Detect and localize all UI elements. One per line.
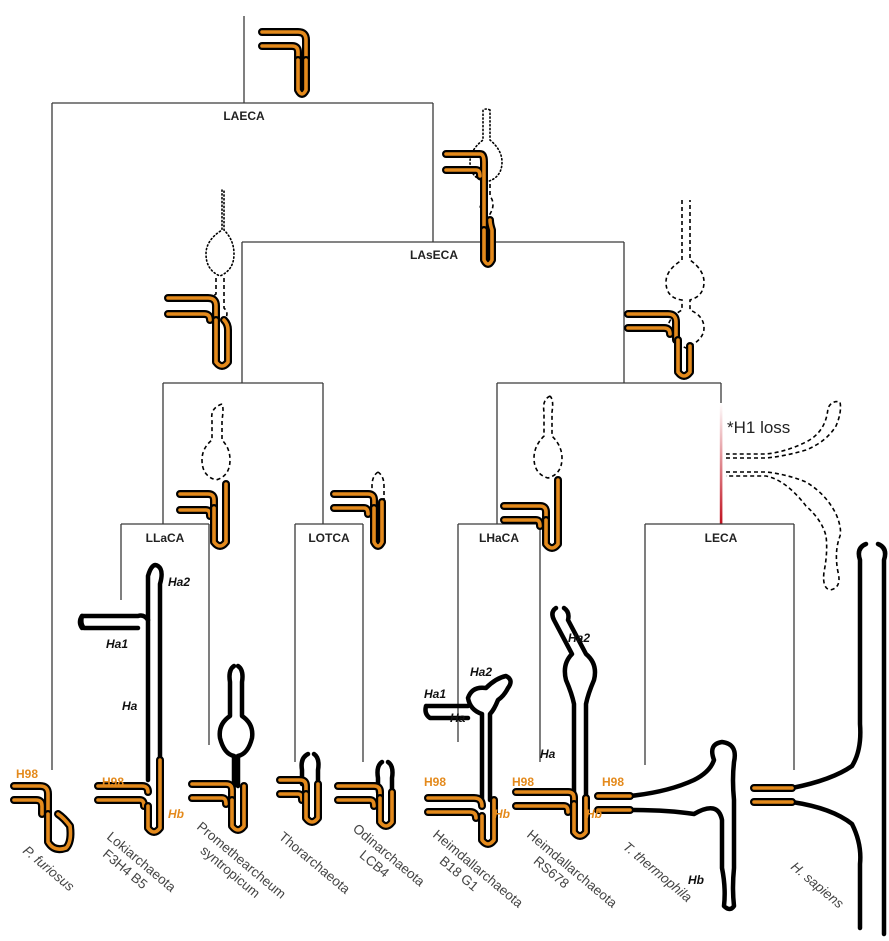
heim2-ha2-label: Ha2 xyxy=(568,631,590,645)
ancestral-structure-lotca xyxy=(330,471,386,550)
h1-loss-label: *H1 loss xyxy=(727,418,790,437)
heim1-ha-label: Ha xyxy=(450,711,466,725)
structure-hsa xyxy=(750,541,888,937)
h98-label-pfu: H98 xyxy=(16,767,38,781)
node-lhaca: LHaCA xyxy=(479,531,519,545)
ancestral-structure-laseca-right xyxy=(624,200,705,380)
node-lotca: LOTCA xyxy=(308,531,350,545)
ancestral-structure-laseca-left xyxy=(164,189,235,370)
taxon-tth: T. thermophila xyxy=(620,839,695,905)
taxon-odin: Odinarchaeota LCB4 xyxy=(350,821,428,890)
h98-label-heim2: H98 xyxy=(512,775,534,789)
heim1-ha1-label: Ha1 xyxy=(424,687,446,701)
heim2-ha-label: Ha xyxy=(540,747,556,761)
node-labels: LAECA LAsECA LLaCA LOTCA LHaCA LECA *H1 … xyxy=(140,107,790,546)
structure-loki xyxy=(77,562,164,836)
taxon-thor: Thorarchaeota xyxy=(276,829,353,897)
structure-pfu xyxy=(10,782,75,854)
structure-thor xyxy=(276,751,322,826)
taxon-hsa: H. sapiens xyxy=(788,859,847,912)
ancestral-structure-root xyxy=(262,32,306,94)
tree-branches xyxy=(51,16,795,770)
loki-ha1-label: Ha1 xyxy=(106,637,128,651)
loki-ha2-label: Ha2 xyxy=(168,575,190,589)
structure-prom xyxy=(188,663,255,834)
taxon-loki: Lokiarchaeota F3H4 B5 xyxy=(100,829,179,895)
structure-odin xyxy=(334,759,396,830)
h98-label-tth: H98 xyxy=(602,775,624,789)
tth-hb-label: Hb xyxy=(688,873,704,887)
ancestral-structure-h1-loss xyxy=(726,400,842,591)
heim1-hb-label: Hb xyxy=(494,807,510,821)
helix-labels: H98 H98 H98 H98 H98 Ha2 Ha1 Ha Hb Ha1 Ha… xyxy=(16,575,704,887)
node-llaca: LLaCA xyxy=(146,531,185,545)
ancestral-structure-asgard-left xyxy=(176,403,231,550)
structure-tth xyxy=(594,739,737,912)
loki-hb-label: Hb xyxy=(168,807,184,821)
structure-heim1 xyxy=(423,673,513,848)
h1-loss-branch xyxy=(719,403,723,524)
heim1-ha2-label: Ha2 xyxy=(470,665,492,679)
structure-heim2 xyxy=(512,605,598,840)
node-laseca: LAsECA xyxy=(410,248,458,262)
taxon-heim2: Heimdallarchaeota RS678 xyxy=(524,827,620,911)
node-leca: LECA xyxy=(705,531,738,545)
heim2-hb-label: Hb xyxy=(586,807,602,821)
loki-ha-label: Ha xyxy=(122,699,138,713)
ancestral-structure-laeca xyxy=(442,108,503,268)
taxon-heim1: Heimdallarchaeota B18 G1 xyxy=(430,827,526,911)
h98-label-heim1: H98 xyxy=(424,775,446,789)
h98-label-loki: H98 xyxy=(102,775,124,789)
node-laeca: LAECA xyxy=(223,109,265,123)
ancestral-structure-lhaca xyxy=(500,395,563,552)
